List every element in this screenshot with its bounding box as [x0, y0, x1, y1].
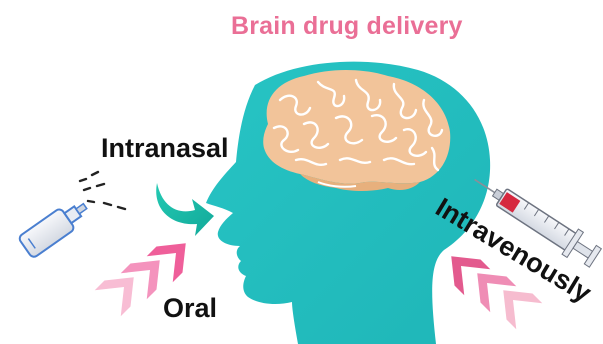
curved-arrow-icon	[156, 183, 214, 236]
diagram-title: Brain drug delivery	[231, 12, 463, 41]
chevron-icon	[490, 277, 542, 329]
chevron-icon	[95, 264, 147, 316]
nasal-spray-icon	[18, 172, 125, 259]
intranasal-label: Intranasal	[101, 133, 229, 164]
oral-label: Oral	[163, 293, 217, 324]
